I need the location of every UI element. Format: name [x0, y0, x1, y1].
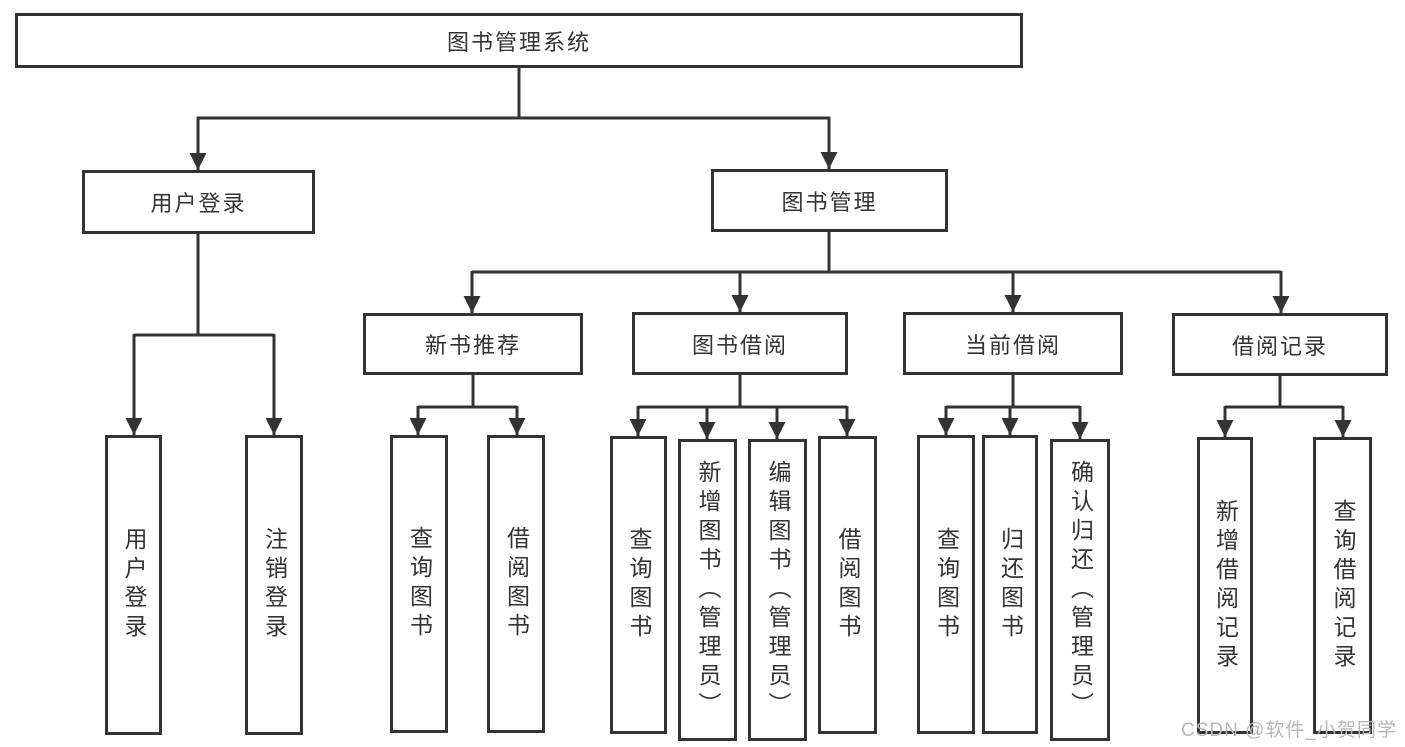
- node-current-query-books: 查询图书: [917, 435, 975, 734]
- node-edit-books-admin: 编辑图书（管理员）: [748, 439, 807, 741]
- node-label: 图书管理: [781, 189, 878, 215]
- node-user-login-module: 用户登录: [82, 170, 315, 234]
- node-label: 用户登录: [150, 191, 247, 216]
- node-label: 查询图书: [406, 526, 433, 642]
- node-label: 查询图书: [933, 526, 960, 643]
- node-book-borrowing: 图书借阅: [632, 312, 848, 375]
- node-user-login: 用户登录: [105, 435, 162, 735]
- node-label: 归还图书: [997, 526, 1024, 643]
- node-new-book-recommendation: 新书推荐: [363, 313, 583, 375]
- node-label: 图书借阅: [691, 332, 788, 358]
- node-add-books-admin: 新增图书（管理员）: [678, 439, 737, 741]
- node-label: 新书推荐: [424, 333, 521, 358]
- node-confirm-return-admin: 确认归还（管理员）: [1050, 439, 1110, 741]
- node-label: 编辑图书（管理员）: [765, 459, 791, 721]
- node-label: 新增借阅记录: [1212, 498, 1239, 673]
- node-rec-query-books: 查询图书: [390, 435, 448, 733]
- node-borrow-books: 借阅图书: [818, 436, 877, 734]
- node-borrowing-records: 借阅记录: [1172, 313, 1388, 376]
- node-label: 查询借阅记录: [1330, 498, 1356, 673]
- node-current-borrowing: 当前借阅: [903, 312, 1123, 375]
- node-library-management-system: 图书管理系统: [15, 13, 1023, 68]
- node-label: 新增图书（管理员）: [695, 459, 721, 721]
- csdn-watermark: CSDN @软件_小贺同学: [1181, 720, 1397, 741]
- node-label: 确认归还（管理员）: [1067, 459, 1094, 721]
- node-label: 注销登录: [261, 527, 288, 643]
- node-label: 当前借阅: [964, 332, 1061, 358]
- node-label: 图书管理系统: [446, 29, 591, 55]
- node-query-borrow-record: 查询借阅记录: [1313, 437, 1372, 734]
- node-label: 借阅图书: [503, 526, 530, 642]
- node-borrow-query-books: 查询图书: [610, 436, 667, 734]
- node-logout: 注销登录: [245, 435, 303, 735]
- node-label: 借阅图书: [835, 527, 861, 643]
- node-label: 借阅记录: [1231, 333, 1328, 359]
- node-label: 查询图书: [626, 527, 652, 643]
- node-label: 用户登录: [121, 527, 147, 643]
- node-rec-borrow-books: 借阅图书: [487, 435, 545, 733]
- node-add-borrow-record: 新增借阅记录: [1197, 437, 1253, 734]
- node-book-management-module: 图书管理: [711, 169, 948, 232]
- node-return-books: 归还图书: [982, 435, 1038, 734]
